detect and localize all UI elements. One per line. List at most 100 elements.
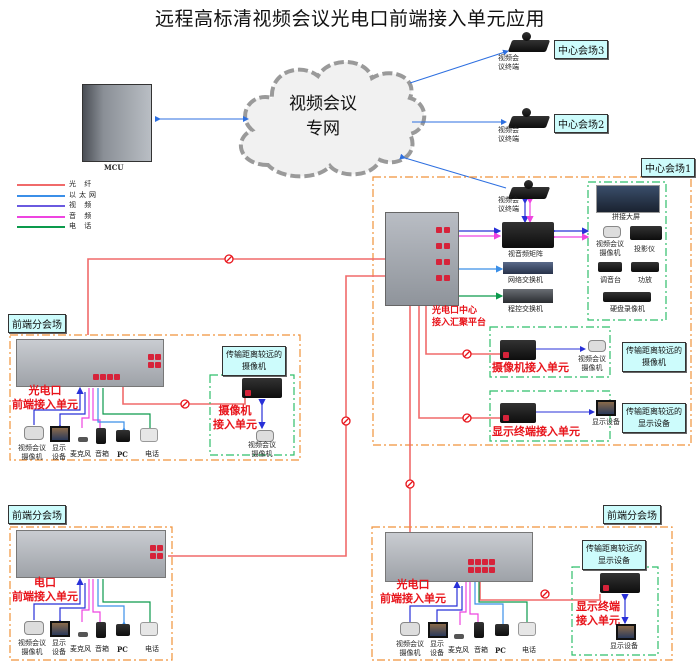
branch1-microphone-icon (78, 437, 88, 442)
site1-border (372, 176, 692, 446)
branch3-pc-icon (495, 624, 509, 636)
site1-remote-camera-note: 传输距离较远的 摄像机 (622, 342, 686, 372)
site1-camera-access-unit (500, 340, 536, 360)
branch2-border (9, 526, 173, 661)
branch1-pc-icon (116, 430, 130, 442)
branch1-remote-camera-label: 视频会议 摄像机 (248, 441, 276, 458)
branch3-remote-display-icon (616, 624, 636, 640)
branch2-microphone-icon (78, 632, 88, 637)
branch1-unit-label: 光电口 前端接入单元 (12, 384, 78, 411)
site1-camera-label: 视频会议 摄像机 (596, 240, 624, 257)
branch1-remote-border (209, 374, 295, 456)
branch1-device-display: 显示 设备 (52, 444, 66, 461)
video-wall-label: 拼接大屏 (612, 213, 640, 221)
branch3-microphone-icon (454, 634, 464, 639)
branch3-display-icon (428, 622, 448, 638)
site1-remote-camera-device (588, 340, 606, 352)
site1-display-unit-border (489, 390, 611, 442)
branch1-camera-icon (24, 426, 44, 440)
branch1-device-phone: 电话 (145, 450, 159, 458)
video-wall-device (596, 185, 660, 213)
branch3-display-access-unit (600, 573, 640, 593)
site1-camera-group-border (489, 326, 611, 378)
site1-terminal-label: 视频会 议终端 (498, 196, 519, 213)
branch2-tag: 前端分会场 (8, 505, 66, 524)
central-platform-label: 光电口中心 接入汇聚平台 (432, 306, 487, 328)
branch2-device-camera: 视频会议 摄像机 (18, 639, 46, 656)
site3-terminal-device (507, 40, 551, 52)
branch1-device-speaker: 音箱 (95, 450, 109, 458)
site3-terminal-camera (522, 32, 531, 41)
branch3-device-camera: 视频会议 摄像机 (396, 640, 424, 657)
central-aggregation-platform-device (385, 212, 459, 306)
dvr-label: 硬盘录像机 (610, 305, 645, 313)
site1-camera-access-unit-label: 摄像机接入单元 (492, 361, 569, 374)
dvr-device (603, 292, 651, 302)
site1-display-access-unit-label: 显示终端接入单元 (492, 425, 580, 438)
mixer-label: 调音台 (600, 276, 621, 284)
cloud-shape (239, 60, 427, 179)
branch1-device-microphone: 麦克风 (70, 450, 91, 458)
site3-terminal-label: 视频会 议终端 (498, 54, 519, 71)
fiber-break-marks (180, 254, 550, 599)
branch1-display-icon (50, 426, 70, 442)
site1-terminal-camera (524, 180, 533, 189)
branch1-remote-note: 传输距离较远的 摄像机 (222, 346, 286, 376)
branch2-device-display: 显示 设备 (52, 639, 66, 656)
private-network-cloud: 视频会议 专网 (268, 92, 378, 142)
branch1-access-unit-device (16, 339, 164, 387)
mixer-device (598, 262, 622, 272)
projector-label: 投影仪 (634, 245, 655, 253)
branch2-device-speaker: 音箱 (95, 645, 109, 653)
network-switch-device (503, 262, 553, 274)
branch2-display-icon (50, 621, 70, 637)
branch3-tag: 前端分会场 (603, 505, 661, 524)
site1-remote-display-device (596, 400, 616, 416)
av-matrix-label: 视音频矩阵 (508, 250, 543, 258)
branch3-device-pc: PC (495, 646, 506, 655)
branch3-device-phone: 电话 (522, 646, 536, 654)
branch1-device-pc: PC (117, 450, 128, 459)
branch1-camera-access-unit (242, 378, 282, 398)
projector-device (630, 226, 662, 240)
site2-tag: 中心会场2 (554, 114, 609, 133)
mcu-device (82, 84, 152, 162)
branch3-unit-label: 光电口 前端接入单元 (380, 578, 446, 605)
branch2-device-microphone: 麦克风 (70, 645, 91, 653)
branch2-phone-icon (140, 622, 158, 636)
branch1-phone-icon (140, 428, 158, 442)
site1-camera-device (603, 226, 621, 238)
branch2-device-phone: 电话 (145, 645, 159, 653)
cloud-label-line2: 专网 (306, 119, 340, 139)
branch3-access-unit-device (385, 532, 533, 582)
site1-link (399, 153, 507, 189)
cloud-label-line1: 视频会议 (289, 94, 357, 114)
site1-display-group-border (587, 181, 667, 321)
branch2-device-pc: PC (117, 645, 128, 654)
site1-display-access-unit (500, 403, 536, 423)
branch2-unit-label: 电口 前端接入单元 (12, 576, 78, 603)
branch3-remote-note: 传输距离较远的 显示设备 (582, 540, 646, 570)
branch2-access-unit-device (16, 530, 166, 578)
network-switch-label: 网络交换机 (508, 276, 543, 284)
amplifier-label: 功放 (638, 276, 652, 284)
branch3-camera-icon (400, 622, 420, 636)
branch3-remote-display-label: 显示设备 (610, 642, 638, 650)
branch3-speaker-icon (474, 622, 484, 638)
site2-terminal-camera (522, 108, 531, 117)
branch1-camera-access-unit-label: 摄像机 接入单元 (213, 404, 257, 431)
site1-remote-display-note: 传输距离较远的 显示设备 (622, 403, 686, 433)
site2-terminal-label: 视频会 议终端 (498, 126, 519, 143)
fiber-lines (87, 258, 601, 601)
branch3-phone-icon (518, 622, 536, 636)
site1-tag: 中心会场1 (641, 158, 696, 177)
branch2-pc-icon (116, 624, 130, 636)
site3-tag: 中心会场3 (554, 40, 609, 59)
branch3-device-display: 显示 设备 (430, 640, 444, 657)
branch3-device-speaker: 音箱 (474, 646, 488, 654)
branch1-remote-camera-icon (256, 430, 274, 442)
branch2-camera-icon (24, 621, 44, 635)
branch1-device-camera: 视频会议 摄像机 (18, 444, 46, 461)
site1-remote-camera-label: 视频会议 摄像机 (578, 355, 606, 372)
